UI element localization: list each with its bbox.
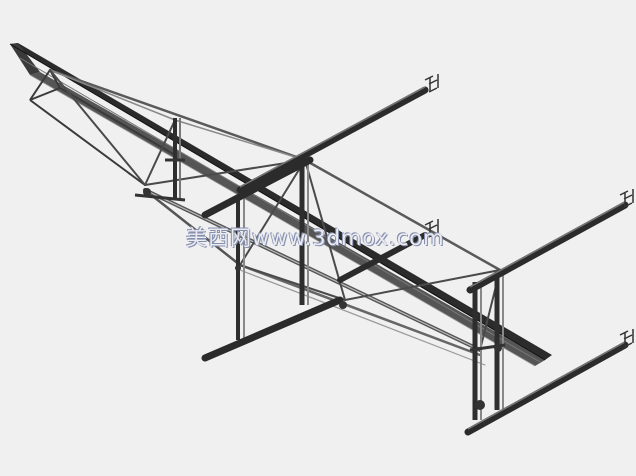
main-beam (9, 43, 552, 367)
frame-middle (201, 156, 347, 362)
arm-end-clamps (424, 74, 634, 348)
lower-chords (143, 188, 486, 366)
crossbar-upper-middle (236, 86, 429, 194)
frame-front (464, 201, 629, 436)
frame-back (134, 118, 186, 202)
web-diagonals (49, 69, 501, 351)
upper-chords (48, 68, 502, 272)
crossbar-mid-right (337, 232, 428, 283)
truss-left-end (29, 69, 176, 186)
